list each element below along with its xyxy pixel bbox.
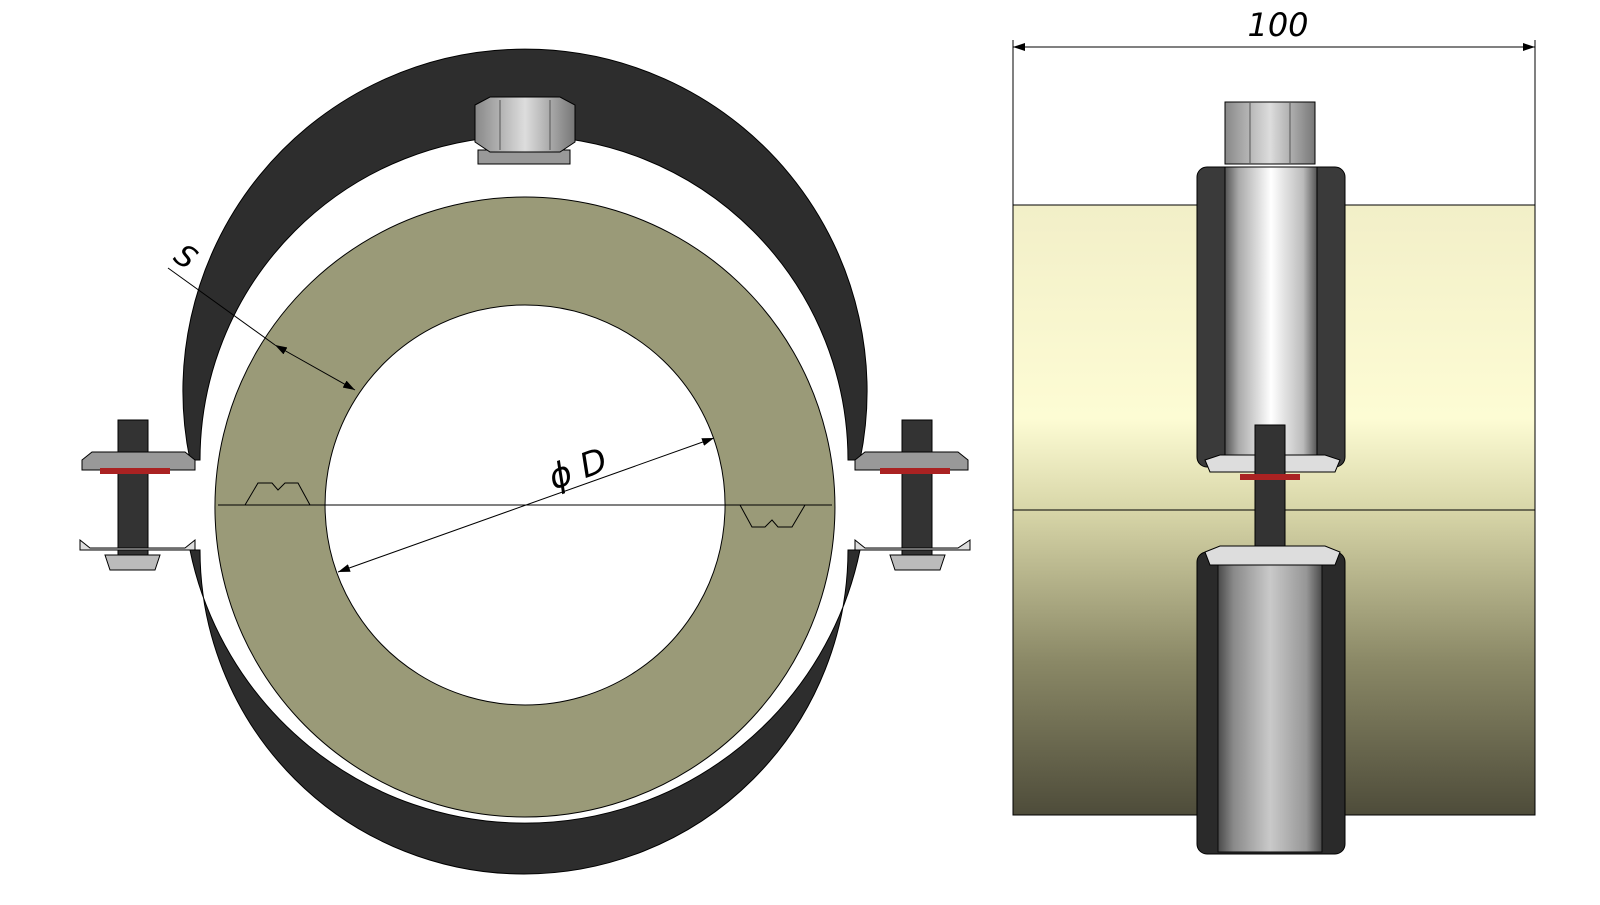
clamp-ring <box>182 48 868 875</box>
side-view: 100 <box>1012 6 1536 855</box>
insulation-shell <box>214 196 836 818</box>
width-dimension-label: 100 <box>1247 6 1308 44</box>
right-screw-icon <box>854 419 971 571</box>
screw-side-icon <box>1240 424 1300 556</box>
diameter-label: ϕ D <box>543 440 613 498</box>
top-nut-icon <box>474 96 576 165</box>
clamp-side-upper <box>1196 166 1346 473</box>
clamp-side-lower <box>1196 545 1346 855</box>
left-screw-icon <box>79 419 196 571</box>
clamp-nut-side-icon <box>1224 101 1316 165</box>
front-view: S ϕ D <box>79 48 971 875</box>
